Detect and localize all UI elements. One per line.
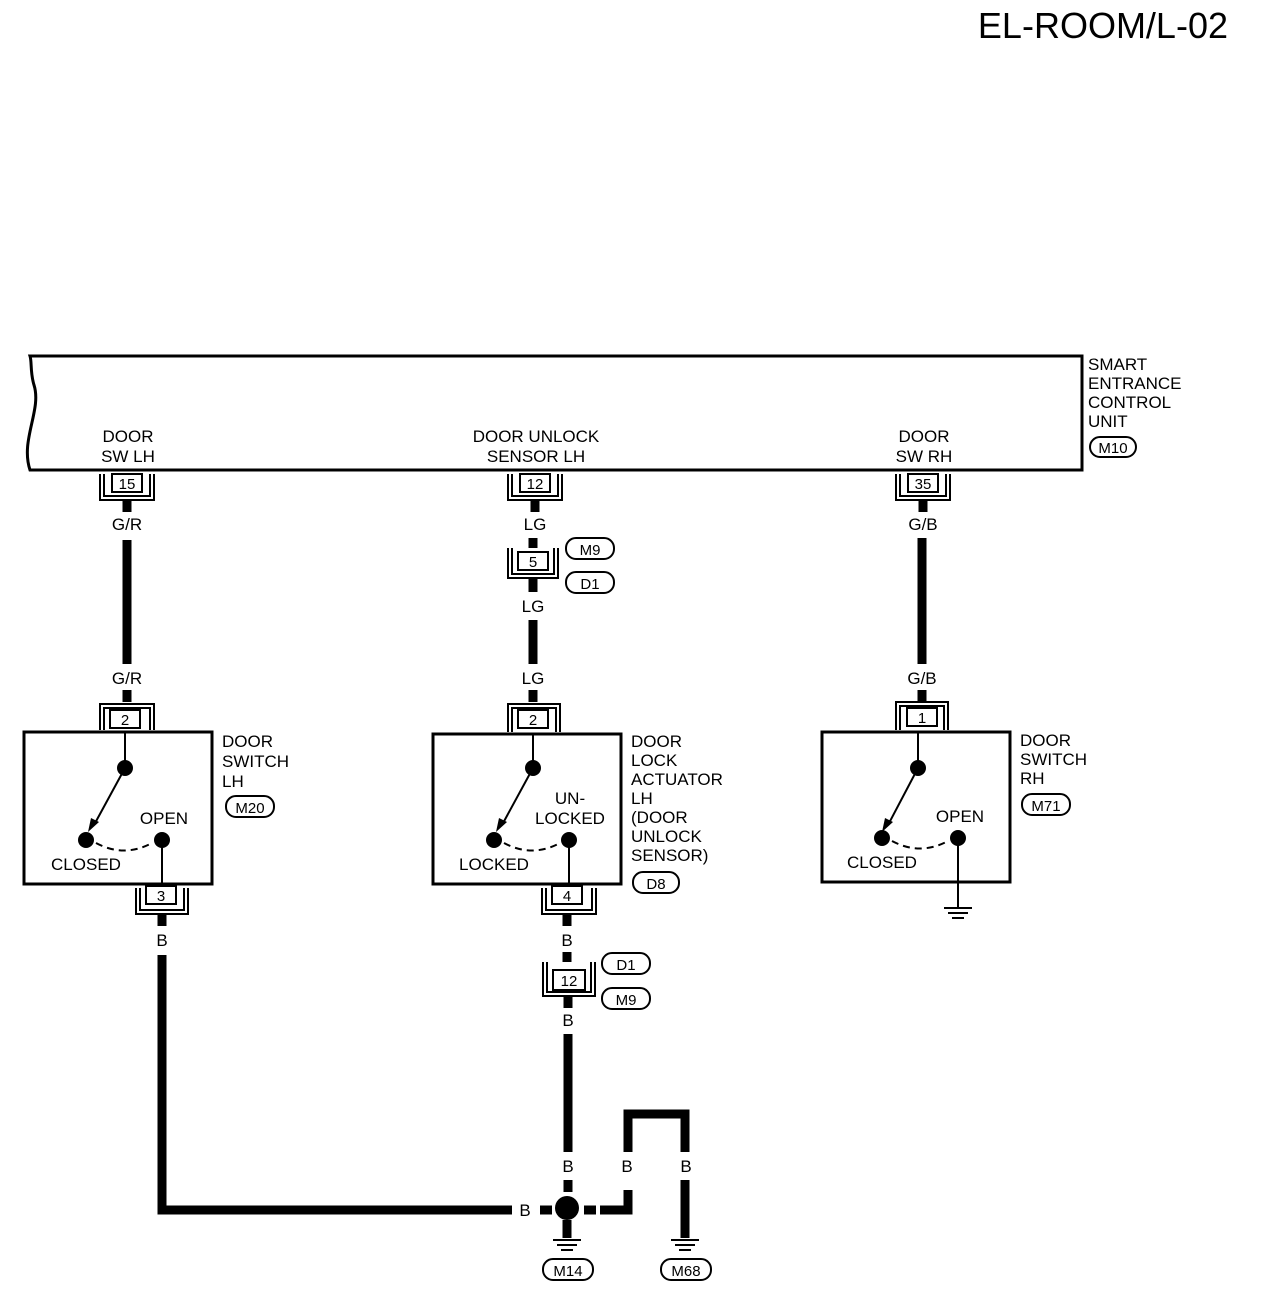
terminal-door-sw-rh-line-1: DOOR xyxy=(899,427,950,446)
svg-text:M9: M9 xyxy=(616,992,637,1009)
inline-connector-upper-tag-1: M9 xyxy=(565,537,615,560)
cu-pin-15: 15 xyxy=(99,473,155,501)
svg-text:M68: M68 xyxy=(671,1263,700,1280)
inline-connector-lower: 12 xyxy=(542,962,596,997)
door-switch-rh-name-3: RH xyxy=(1020,769,1045,788)
control-unit-line-3: CONTROL xyxy=(1088,393,1171,412)
wire-loop xyxy=(623,1109,690,1152)
actuator-name-2: LOCK xyxy=(631,751,678,770)
svg-text:M14: M14 xyxy=(553,1263,582,1280)
actuator-pin-top: 2 xyxy=(529,712,537,729)
door-switch-lh-pin-top: 2 xyxy=(121,712,129,729)
terminal-door-sw-rh-line-2: SW RH xyxy=(896,447,953,466)
wire-label-left-ground: B xyxy=(156,931,167,950)
actuator-pin-bottom: 4 xyxy=(563,888,571,905)
door-switch-rh-pin-top: 1 xyxy=(918,710,926,727)
door-switch-lh-name-3: LH xyxy=(222,772,244,791)
wire-left-ground xyxy=(157,955,512,1215)
svg-text:15: 15 xyxy=(119,476,136,493)
wire-label-loop-left: B xyxy=(621,1157,632,1176)
cu-pin-12: 12 xyxy=(507,473,563,501)
actuator-name-1: DOOR xyxy=(631,732,682,751)
door-switch-lh-name-1: DOOR xyxy=(222,732,273,751)
control-unit-line-4: UNIT xyxy=(1088,412,1128,431)
actuator-locked-label: LOCKED xyxy=(459,855,529,874)
door-lock-actuator-lh: 2 UN- LOCKED LOCKED 4 xyxy=(431,703,623,915)
wire-label-joint-left: B xyxy=(519,1201,530,1220)
wire-label-left-bottom: G/R xyxy=(112,669,142,688)
control-unit-line-1: SMART xyxy=(1088,355,1147,374)
svg-text:D8: D8 xyxy=(646,876,665,893)
control-unit-line-2: ENTRANCE xyxy=(1088,374,1182,393)
inline-connector-upper-tag-2: D1 xyxy=(565,571,615,594)
svg-text:35: 35 xyxy=(915,476,932,493)
svg-text:5: 5 xyxy=(529,554,537,571)
door-switch-lh-name-2: SWITCH xyxy=(222,752,289,771)
wire-label-mid-top: LG xyxy=(524,515,547,534)
door-switch-lh-connector-tag: M20 xyxy=(225,795,275,818)
svg-text:M20: M20 xyxy=(235,800,264,817)
control-unit-name: SMART ENTRANCE CONTROL UNIT xyxy=(1088,355,1182,431)
terminal-door-sw-lh-line-1: DOOR xyxy=(103,427,154,446)
inline-connector-upper: 5 xyxy=(507,548,559,579)
wire-label-left-top: G/R xyxy=(112,515,142,534)
door-switch-lh-open-label: OPEN xyxy=(140,809,188,828)
ground-m14-symbol xyxy=(553,1220,581,1251)
terminal-unlock-sensor-line-2: SENSOR LH xyxy=(487,447,585,466)
wire-loop-left-lower xyxy=(600,1190,633,1215)
cu-pin-35: 35 xyxy=(895,473,951,501)
ground-m68-symbol xyxy=(671,1239,699,1251)
actuator-name-7: SENSOR) xyxy=(631,846,708,865)
actuator-name-6: UNLOCK xyxy=(631,827,703,846)
door-switch-rh-connector-tag: M71 xyxy=(1021,793,1071,816)
wire-label-right-bottom: G/B xyxy=(907,669,936,688)
ground-m14-tag: M14 xyxy=(542,1258,594,1281)
door-switch-rh-name-1: DOOR xyxy=(1020,731,1071,750)
control-unit-box xyxy=(25,354,1084,472)
ground-joint xyxy=(555,1196,579,1220)
actuator-name-5: (DOOR xyxy=(631,808,688,827)
actuator-unlocked-label-1: UN- xyxy=(555,789,585,808)
wire-label-mid-ground-3: B xyxy=(562,1157,573,1176)
terminal-door-sw-lh-line-2: SW LH xyxy=(101,447,155,466)
door-switch-lh: 2 OPEN CLOSED 3 xyxy=(22,703,214,915)
wire-label-mid-bottom: LG xyxy=(522,669,545,688)
inline-connector-lower-tag-2: M9 xyxy=(601,987,651,1010)
wire-label-mid-ground-1: B xyxy=(561,931,572,950)
actuator-name-4: LH xyxy=(631,789,653,808)
svg-text:12: 12 xyxy=(527,476,544,493)
wire-label-right-top: G/B xyxy=(908,515,937,534)
ground-m68-tag: M68 xyxy=(660,1258,712,1281)
svg-text:M10: M10 xyxy=(1098,440,1127,457)
actuator-name-3: ACTUATOR xyxy=(631,770,723,789)
page-code: EL-ROOM/L-02 xyxy=(978,5,1228,46)
door-switch-lh-closed-label: CLOSED xyxy=(51,855,121,874)
door-switch-lh-pin-bottom: 3 xyxy=(157,888,165,905)
svg-text:D1: D1 xyxy=(616,957,635,974)
actuator-unlocked-label-2: LOCKED xyxy=(535,809,605,828)
svg-text:D1: D1 xyxy=(580,576,599,593)
control-unit-connector-tag: M10 xyxy=(1089,436,1137,458)
door-switch-rh: 1 OPEN CLOSED xyxy=(820,701,1012,919)
door-switch-rh-open-label: OPEN xyxy=(936,807,984,826)
door-switch-rh-closed-label: CLOSED xyxy=(847,853,917,872)
wire-label-mid-ground-2: B xyxy=(562,1011,573,1030)
svg-text:12: 12 xyxy=(561,973,578,990)
terminal-unlock-sensor-line-1: DOOR UNLOCK xyxy=(473,427,600,446)
actuator-connector-tag: D8 xyxy=(632,871,680,894)
inline-connector-lower-tag-1: D1 xyxy=(601,952,651,975)
door-switch-rh-name-2: SWITCH xyxy=(1020,750,1087,769)
svg-text:M9: M9 xyxy=(580,542,601,559)
wire-label-loop-right: B xyxy=(680,1157,691,1176)
wire-label-mid-after-conn: LG xyxy=(522,597,545,616)
svg-text:M71: M71 xyxy=(1031,798,1060,815)
